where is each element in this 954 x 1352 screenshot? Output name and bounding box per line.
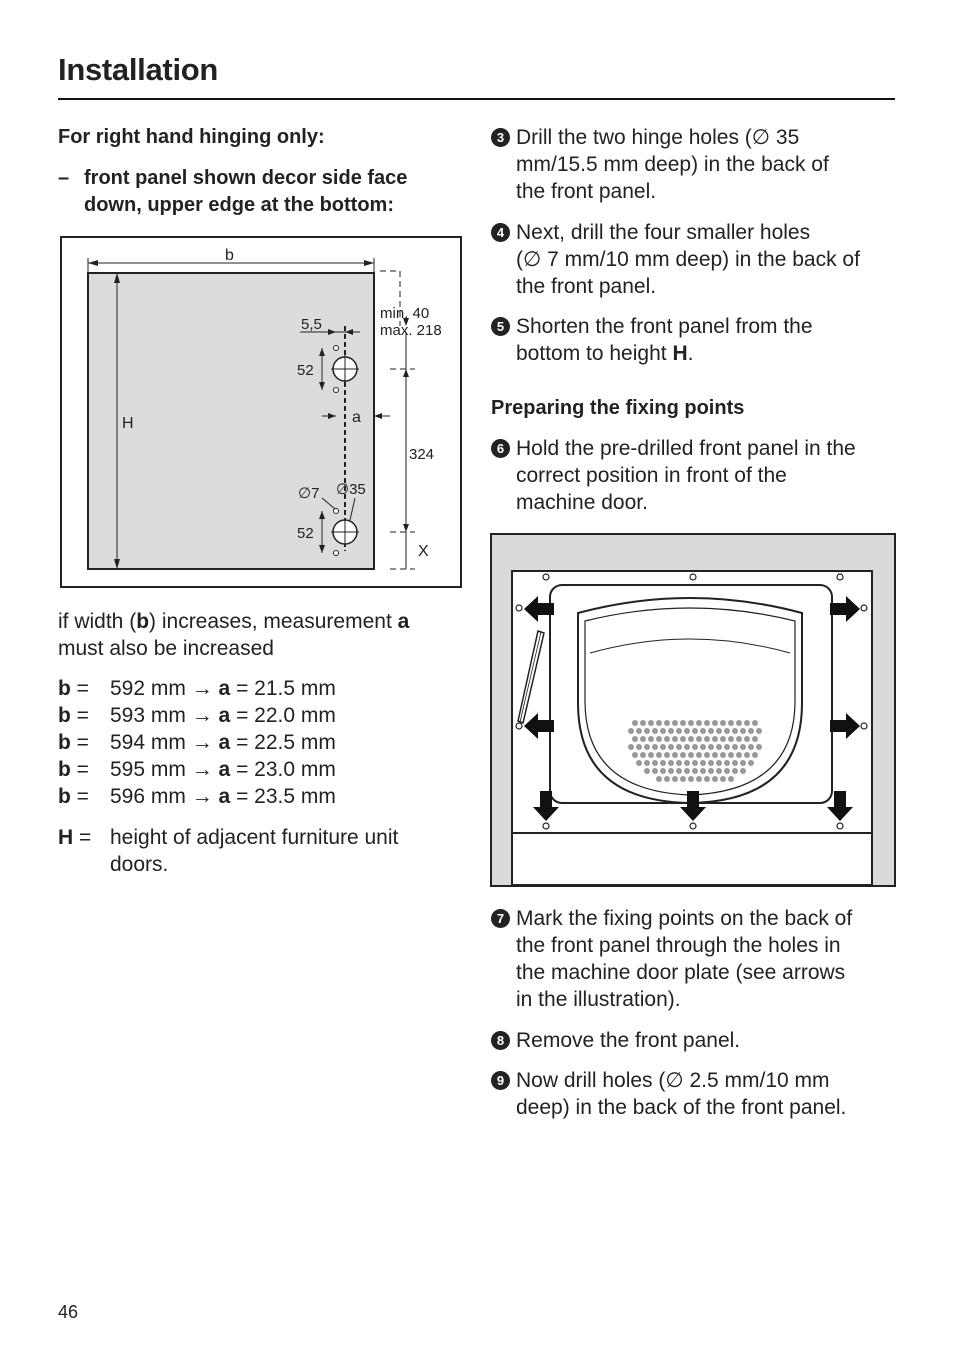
arrow-right-mid [830,713,860,739]
page-number: 46 [58,1302,79,1322]
dim-a-label: a [352,409,361,426]
arrow-left-top [524,596,554,622]
pencil-icon [517,630,545,725]
dim-x-label: X [418,543,429,560]
measurement-row: b =595 mm → a = 23.0 mm [58,758,336,781]
subheading-line2: down, upper edge at the bottom: [84,194,394,216]
h-definition: H =height of adjacent furniture unit [58,826,399,849]
dim-5-5: 5,5 [301,316,322,333]
arrow-down-left [533,791,559,821]
dim-d7: ∅7 [298,485,319,502]
vent-dots [628,720,762,782]
step-number: 8 [491,1031,510,1050]
machine-door-diagram [490,533,896,887]
dim-h-label: H [122,415,134,432]
page-title: Installation [58,52,219,87]
arrow-down-mid [680,791,706,821]
step-5: 5 Shorten the front panel from the botto… [491,313,896,367]
dim-52-bottom: 52 [297,525,314,542]
measurement-row: b =592 mm → a = 21.5 mm [58,677,336,700]
fixing-points-heading: Preparing the fixing points [491,397,745,419]
h-definition-line2: doors. [110,853,169,876]
dim-d35: ∅35 [336,481,366,498]
right-hinging-heading: For right hand hinging only: [58,126,325,148]
step-6: 6 Hold the pre-drilled front panel in th… [491,435,896,516]
arrow-left-mid [524,713,554,739]
width-note-line1: if width (b) increases, measurement a [58,610,410,633]
measurement-row: b =594 mm → a = 22.5 mm [58,731,336,754]
subheading-line1: front panel shown decor side face [84,167,408,189]
measurement-row: b =593 mm → a = 22.0 mm [58,704,336,727]
dim-max: max. 218 [380,322,442,339]
drilling-diagram: b H 5,5 52 52 a min. 40 max. 218 324 X ∅… [60,236,462,588]
dim-52-top: 52 [297,362,314,379]
title-rule [58,98,895,100]
step-8: 8 Remove the front panel. [491,1027,896,1054]
step-7: 7 Mark the fixing points on the back of … [491,905,896,1013]
step-9: 9 Now drill holes (∅ 2.5 mm/10 mm deep) … [491,1067,896,1121]
dim-b-label: b [225,247,234,264]
arrow-right-top [830,596,860,622]
front-panel-shape [87,272,375,570]
fixing-arrows [524,596,860,821]
dim-min: min. 40 [380,305,429,322]
step-number: 6 [491,439,510,458]
step-4: 4 Next, drill the four smaller holes (∅ … [491,219,896,300]
step-number: 7 [491,909,510,928]
step-number: 9 [491,1071,510,1090]
step-number: 3 [491,128,510,147]
step-number: 5 [491,317,510,336]
dim-324: 324 [409,446,434,463]
width-note-line2: must also be increased [58,637,274,660]
step-3: 3 Drill the two hinge holes (∅ 35 mm/15.… [491,124,896,205]
arrow-down-right [827,791,853,821]
step-number: 4 [491,223,510,242]
measurement-row: b =596 mm → a = 23.5 mm [58,785,336,808]
subheading-dash: – [58,167,70,189]
